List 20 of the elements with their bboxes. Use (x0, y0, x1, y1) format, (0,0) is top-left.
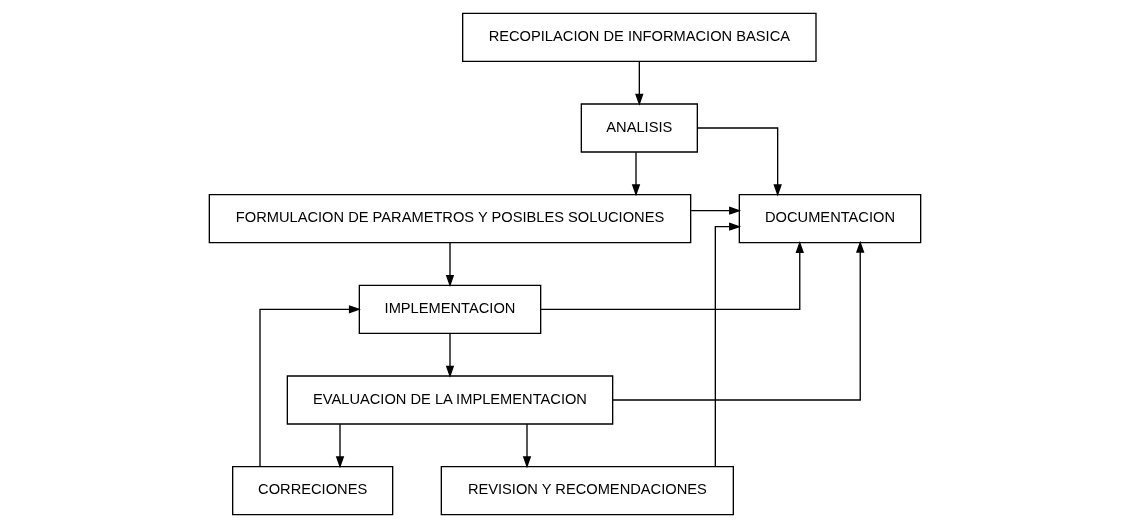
node-box: ANALISIS (580, 103, 698, 153)
arrow (445, 332, 454, 378)
arrow (445, 242, 454, 287)
arrow (714, 222, 741, 467)
node-box: FORMULACION DE PARAMETROS Y POSIBLES SOLUCIONES (208, 194, 691, 244)
node-box: DOCUMENTACION (738, 194, 921, 244)
node-box: EVALUACION DE LA IMPLEMENTACION (286, 375, 613, 425)
arrow (335, 423, 344, 469)
arrow (539, 240, 804, 310)
arrow (258, 305, 361, 468)
arrow (631, 151, 640, 197)
arrow (696, 127, 782, 197)
arrow (690, 206, 741, 215)
node-box: REVISION Y RECOMENDACIONES (440, 466, 734, 516)
node-box: IMPLEMENTACION (358, 284, 541, 334)
node-box: RECOPILACION DE INFORMACION BASICA (461, 12, 817, 62)
arrow (634, 60, 644, 106)
node-box: CORRECIONES (231, 466, 393, 516)
arrow (611, 240, 864, 401)
arrow (522, 423, 531, 469)
